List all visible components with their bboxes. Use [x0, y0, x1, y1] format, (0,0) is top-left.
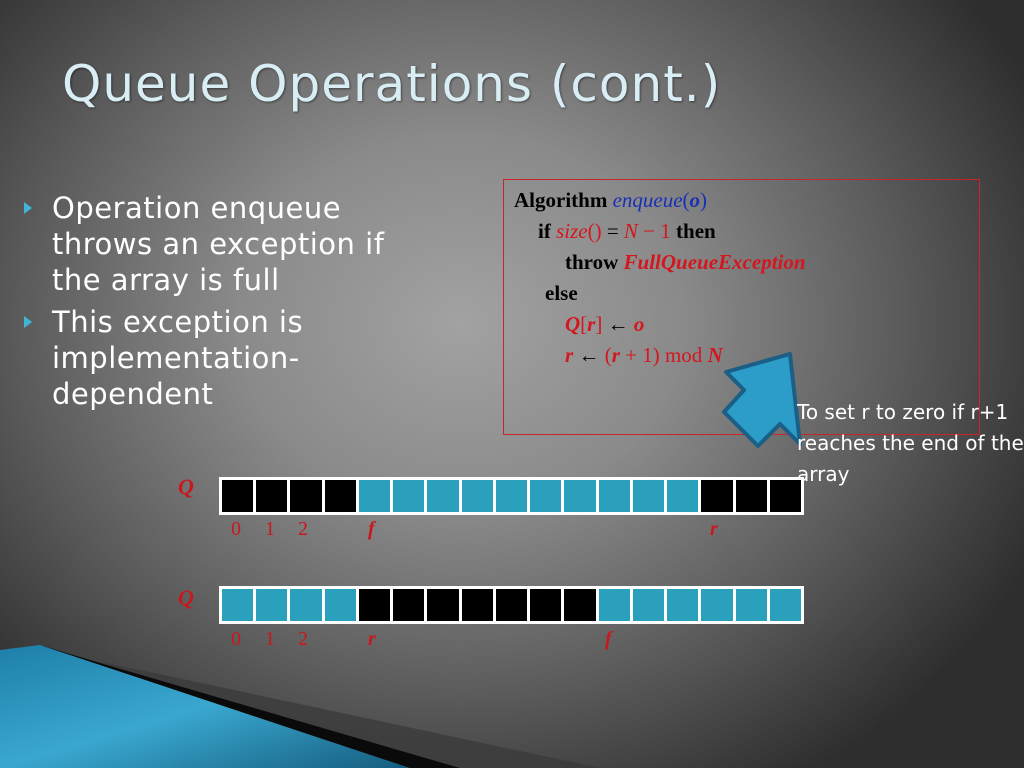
front-pointer-label: f	[605, 628, 612, 650]
array-cell-filled	[495, 480, 528, 512]
algorithm-line-3: throw FullQueueException	[565, 250, 806, 274]
fn-size: size	[556, 219, 588, 243]
algorithm-line-2: if size() = N − 1 then	[538, 219, 716, 243]
bullet-item: Operation enqueue throws an exception if…	[20, 190, 420, 298]
array-cell-filled	[632, 589, 665, 621]
plus-one: + 1)	[625, 343, 660, 367]
front-pointer-label: f	[368, 518, 375, 540]
assign-arrow: ←	[578, 343, 600, 367]
var-r: r	[587, 312, 596, 336]
array-cell-filled	[701, 589, 733, 621]
array-cell-filled	[427, 480, 459, 512]
array-cell-empty	[701, 480, 733, 512]
array-cell-empty	[256, 480, 288, 512]
assign-arrow: ←	[607, 312, 629, 336]
var-r: r	[611, 343, 620, 367]
index-label: 0	[231, 628, 241, 650]
index-label: 1	[265, 518, 275, 540]
array-cell-empty	[222, 480, 254, 512]
array-cell-empty	[564, 589, 596, 621]
var-q: Q	[565, 312, 581, 336]
minus-one: − 1	[643, 219, 671, 243]
queue-array-2	[219, 586, 804, 624]
algorithm-line-5: Q[r] ← o	[565, 312, 644, 336]
array-cell-filled	[564, 480, 596, 512]
array-cell-filled	[222, 589, 254, 621]
keyword-if: if	[538, 219, 551, 243]
function-name: enqueue	[612, 188, 683, 212]
index-label: 1	[265, 628, 275, 650]
array-label: Q	[178, 585, 194, 610]
var-o: o	[633, 312, 645, 336]
algorithm-box: Algorithm enqueue(o) if size() = N − 1 t…	[503, 179, 980, 435]
rear-pointer-label: r	[368, 628, 376, 650]
annotation-note: To set r to zero if r+1 reaches the end …	[797, 400, 1024, 486]
array-cell-filled	[769, 589, 801, 621]
array-cell-empty	[735, 480, 767, 512]
queue-array-1	[219, 477, 804, 515]
bullet-arrow-icon	[24, 316, 32, 328]
equals: =	[606, 219, 619, 243]
bullet-list: Operation enqueue throws an exception if…	[20, 190, 420, 418]
array-cell-filled	[632, 480, 665, 512]
array-cell-filled	[667, 589, 699, 621]
array-cell-empty	[530, 589, 562, 621]
bracket-close: ]	[595, 312, 603, 336]
array-cell-empty	[290, 480, 322, 512]
var-n: N	[707, 343, 723, 367]
array-cell-empty	[393, 589, 425, 621]
paren-open: (	[682, 188, 690, 212]
param-o: o	[689, 188, 701, 212]
keyword-then: then	[676, 219, 716, 243]
array-cell-filled	[598, 480, 630, 512]
callout-arrow-icon	[722, 352, 802, 448]
array-cell-empty	[461, 589, 493, 621]
index-label: 2	[298, 628, 308, 650]
keyword-else: else	[545, 281, 578, 305]
array-cell-empty	[324, 480, 356, 512]
fn-parens: ()	[587, 219, 602, 243]
paren-close: )	[700, 188, 708, 212]
index-label: 2	[298, 518, 308, 540]
array-cell-empty	[769, 480, 801, 512]
var-r: r	[565, 343, 574, 367]
mod-operator: mod	[664, 343, 703, 367]
array-cell-filled	[358, 480, 391, 512]
bullet-arrow-icon	[24, 202, 32, 214]
index-label: 0	[231, 518, 241, 540]
paren-open: (	[604, 343, 612, 367]
array-cell-filled	[324, 589, 356, 621]
array-cell-filled	[393, 480, 425, 512]
exception-name: FullQueueException	[623, 250, 806, 274]
array-cell-empty	[427, 589, 459, 621]
rear-pointer-label: r	[710, 518, 718, 540]
array-cell-filled	[530, 480, 562, 512]
algorithm-line-6: r ← (r + 1) mod N	[565, 343, 723, 367]
array-cell-filled	[290, 589, 322, 621]
bullet-text: This exception is implementation-depende…	[52, 305, 304, 411]
var-n: N	[623, 219, 638, 243]
algorithm-line-1: Algorithm enqueue(o)	[514, 188, 707, 212]
array-cell-filled	[461, 480, 493, 512]
array-cell-filled	[598, 589, 630, 621]
keyword-throw: throw	[565, 250, 619, 274]
array-cell-filled	[735, 589, 767, 621]
keyword-algorithm: Algorithm	[514, 188, 608, 212]
bullet-text: Operation enqueue throws an exception if…	[52, 191, 385, 297]
array-cell-empty	[358, 589, 391, 621]
array-label: Q	[178, 474, 194, 499]
algorithm-line-4: else	[545, 281, 578, 305]
bullet-item: This exception is implementation-depende…	[20, 304, 420, 412]
array-cell-filled	[667, 480, 699, 512]
slide-title: Queue Operations (cont.)	[62, 55, 722, 113]
array-cell-empty	[495, 589, 528, 621]
array-cell-filled	[256, 589, 288, 621]
bracket-open: [	[580, 312, 588, 336]
